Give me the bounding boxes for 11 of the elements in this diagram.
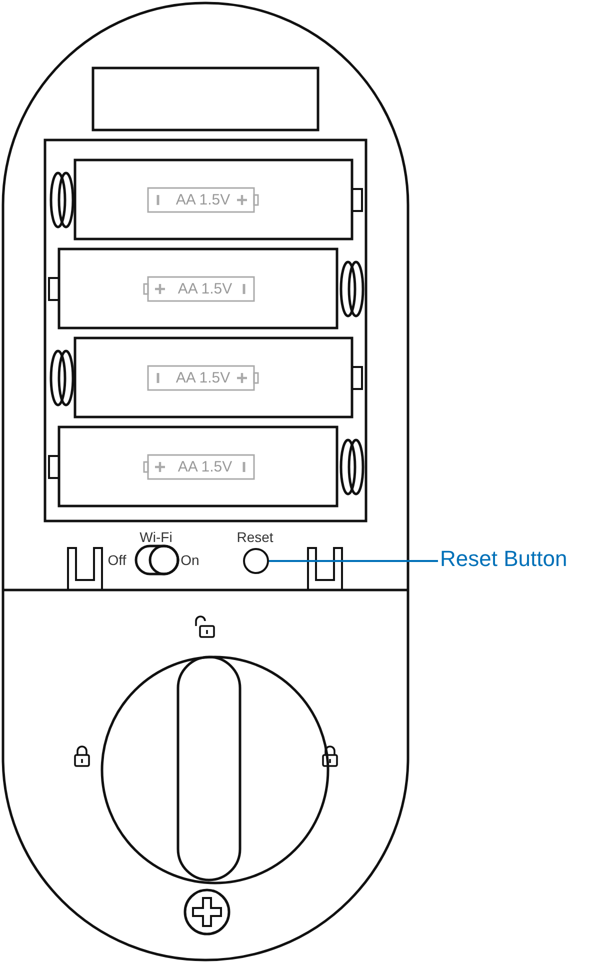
battery-label: AA 1.5V — [176, 192, 230, 208]
switch-position-label: Off — [108, 553, 126, 567]
battery-label: AA 1.5V — [178, 282, 232, 296]
button-label: Reset — [236, 530, 274, 544]
battery-label: AA 1.5V — [176, 370, 230, 386]
reset-button — [243, 548, 269, 574]
callout-label: Reset Button — [440, 546, 568, 572]
switch-position-label: On — [180, 553, 200, 567]
battery-label: AA 1.5V — [178, 460, 232, 474]
leader-line — [269, 560, 438, 562]
switch-label: Wi-Fi — [140, 530, 172, 544]
